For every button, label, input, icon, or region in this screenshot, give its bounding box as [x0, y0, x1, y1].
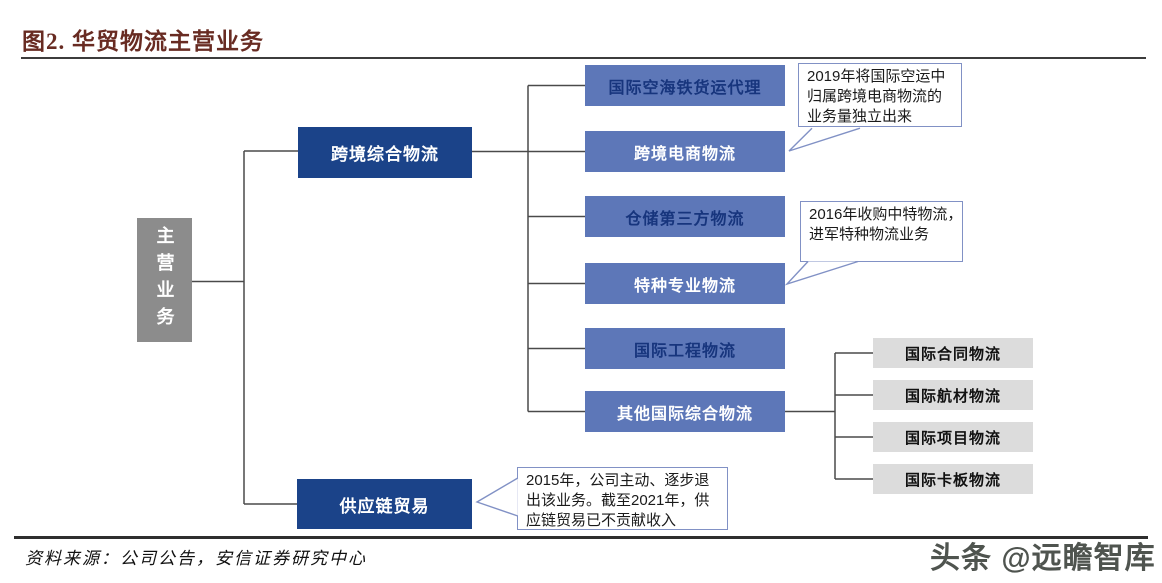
node-branch-crossborder: 跨境综合物流 — [298, 127, 472, 178]
node-sub-label: 跨境电商物流 — [633, 145, 736, 163]
node-sub-special: 特种专业物流 — [585, 263, 785, 304]
annotation-line: 2015年，公司主动、逐步退 — [526, 472, 710, 489]
node-leaf-aviation: 国际航材物流 — [873, 380, 1033, 410]
node-sub-label: 特种专业物流 — [633, 277, 736, 295]
node-sub-label: 国际空海铁货运代理 — [608, 79, 762, 97]
annotation-line: 出该业务。截至2021年，供 — [526, 491, 710, 509]
node-leaf-label: 国际合同物流 — [904, 345, 1001, 363]
node-branch-crossborder-label: 跨境综合物流 — [331, 145, 439, 164]
annotation-line: 业务量独立出来 — [807, 107, 913, 125]
callout-pointer-special — [784, 260, 859, 286]
figure-title: 图2. 华贸物流主营业务 — [22, 29, 264, 54]
node-sub-label: 其他国际综合物流 — [616, 405, 753, 423]
title-divider — [21, 57, 1146, 59]
node-sub-label: 仓储第三方物流 — [625, 210, 745, 228]
node-leaf-label: 国际卡板物流 — [904, 471, 1001, 489]
node-branch-supplychain: 供应链贸易 — [297, 479, 472, 529]
node-root: 主营业务 — [137, 218, 192, 342]
source-note: 资料来源：公司公告，安信证券研究中心 — [25, 549, 367, 568]
annotation-2015-supplychain: 2015年，公司主动、逐步退 出该业务。截至2021年，供 应链贸易已不贡献收入 — [517, 467, 728, 530]
callout-pointer-supplychain — [475, 477, 519, 517]
annotation-line: 进军特种物流业务 — [809, 225, 930, 243]
annotation-line: 归属跨境电商物流的 — [807, 87, 943, 105]
watermark-toutiao: 头条 @远瞻智库 — [930, 542, 1156, 575]
annotation-line: 2019年将国际空运中 — [807, 68, 946, 85]
node-sub-label: 国际工程物流 — [633, 342, 736, 360]
node-sub-warehouse-3pl: 仓储第三方物流 — [585, 196, 785, 237]
node-leaf-label: 国际项目物流 — [904, 429, 1001, 447]
node-sub-other-integrated: 其他国际综合物流 — [585, 391, 785, 432]
footer-divider — [14, 536, 1148, 539]
annotation-2016-special: 2016年收购中特物流， 进军特种物流业务 — [800, 201, 963, 262]
annotation-2019-ecommerce: 2019年将国际空运中 归属跨境电商物流的 业务量独立出来 — [798, 63, 962, 127]
node-sub-freight-agency: 国际空海铁货运代理 — [585, 65, 785, 106]
callout-pointer-ecommerce — [788, 127, 861, 152]
node-branch-supplychain-label: 供应链贸易 — [339, 496, 430, 516]
node-leaf-project: 国际项目物流 — [873, 422, 1033, 452]
annotation-line: 2016年收购中特物流， — [809, 206, 963, 223]
node-leaf-label: 国际航材物流 — [904, 387, 1001, 405]
node-root-label: 主营业务 — [154, 226, 175, 334]
node-sub-ecommerce: 跨境电商物流 — [585, 131, 785, 172]
node-leaf-pallet: 国际卡板物流 — [873, 464, 1033, 494]
node-sub-engineering: 国际工程物流 — [585, 328, 785, 369]
annotation-line: 应链贸易已不贡献收入 — [526, 511, 677, 529]
node-leaf-contract: 国际合同物流 — [873, 338, 1033, 368]
